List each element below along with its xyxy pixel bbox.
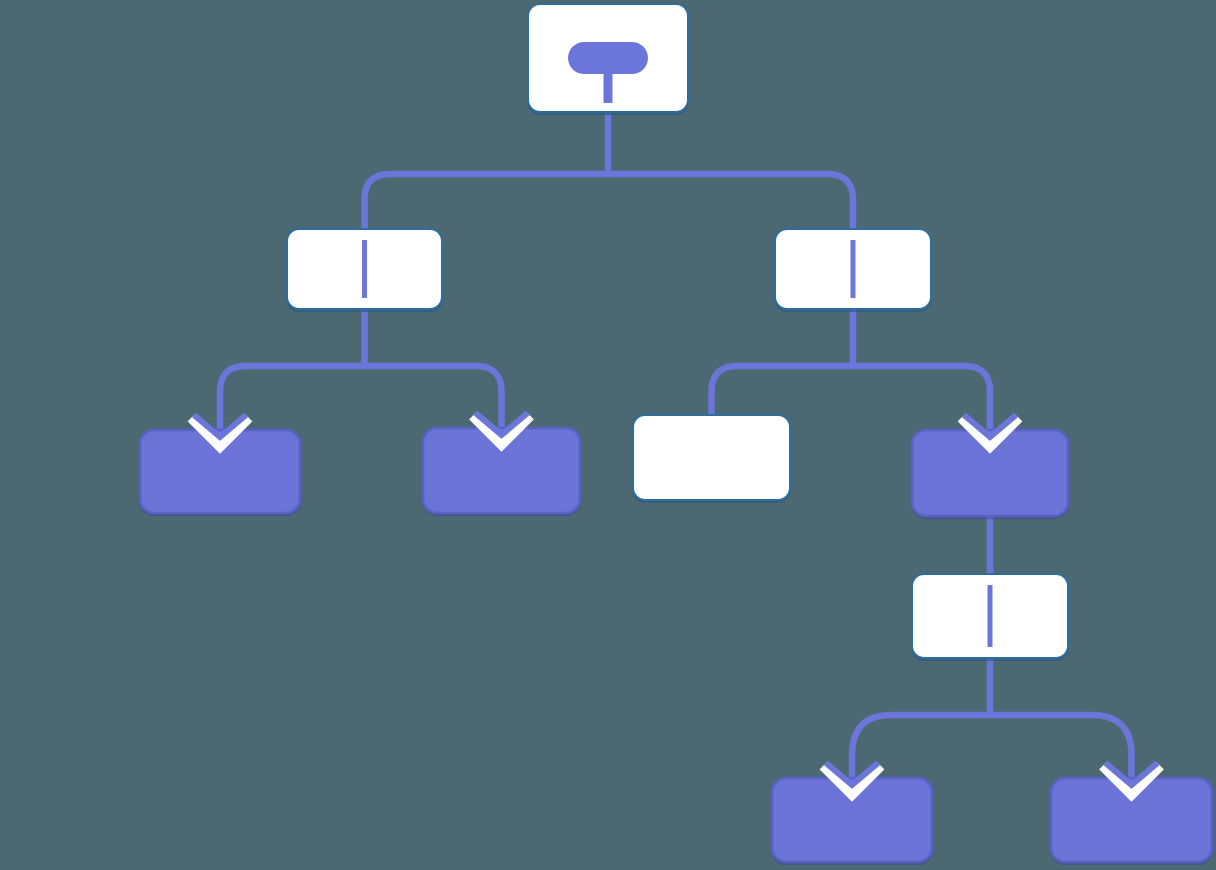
node-action-right[interactable]: [910, 428, 1070, 518]
node-action-left-2[interactable]: [421, 426, 582, 515]
chevron-down-icon: [187, 412, 253, 454]
edge-from-start: [361, 112, 857, 229]
node-split-right[interactable]: [774, 228, 932, 310]
node-shape: [138, 428, 302, 515]
edge-from-split-bottom: [848, 658, 1135, 781]
chevron-down-icon: [469, 410, 534, 452]
node-shape: [770, 776, 934, 864]
node-split-bottom[interactable]: [911, 573, 1069, 659]
node-action-left-1[interactable]: [138, 428, 302, 515]
node-shape: [632, 414, 791, 501]
chevron-down-icon: [819, 760, 885, 802]
start-stem: [603, 70, 613, 103]
node-end-empty[interactable]: [632, 414, 791, 501]
node-action-bottom-left[interactable]: [770, 776, 934, 864]
node-shape: [910, 428, 1070, 518]
start-pill-icon: [568, 42, 648, 74]
chevron-down-icon: [1099, 760, 1164, 802]
node-shape: [1049, 776, 1214, 864]
edge-from-split-right: [708, 309, 994, 433]
node-split-left[interactable]: [286, 228, 443, 310]
chevron-down-icon: [957, 412, 1023, 454]
node-action-bottom-right[interactable]: [1049, 776, 1214, 864]
node-shape: [421, 426, 582, 515]
node-start[interactable]: [527, 3, 689, 113]
edge-from-split-left: [216, 309, 505, 433]
